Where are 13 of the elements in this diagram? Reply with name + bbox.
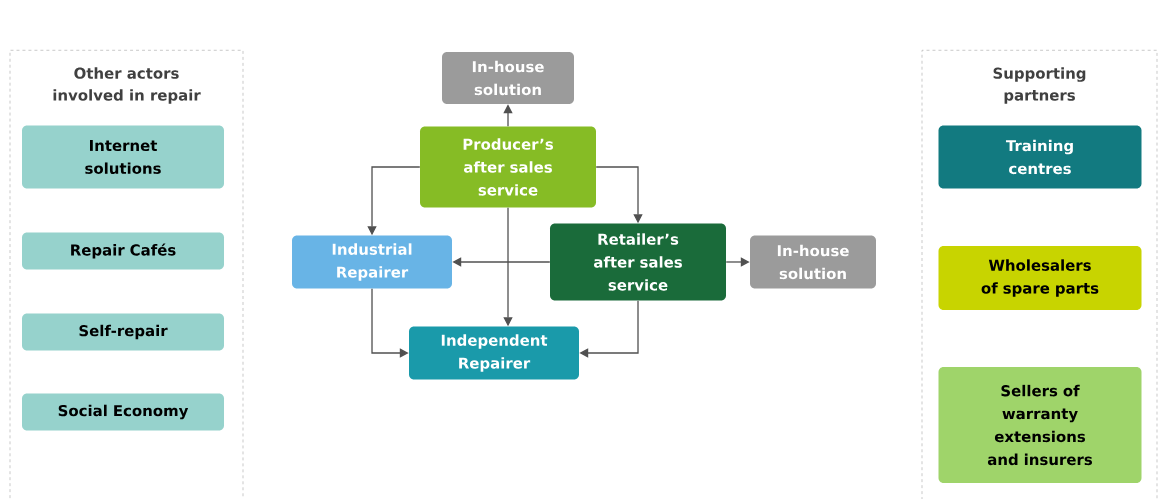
category-box: Internet solutions bbox=[22, 125, 224, 189]
category-box: Sellers of warranty extensions and insurers bbox=[938, 367, 1142, 483]
process-box: In-house solution bbox=[442, 52, 574, 104]
category-box: Training centres bbox=[938, 125, 1142, 189]
category-box: Self-repair bbox=[22, 313, 224, 351]
category-box: Social Economy bbox=[22, 393, 224, 431]
process-box: Industrial Repairer bbox=[292, 235, 452, 289]
category-box: Repair Cafés bbox=[22, 232, 224, 270]
process-box: Retailer’s after sales service bbox=[550, 223, 726, 301]
process-box: Producer’s after sales service bbox=[420, 126, 596, 208]
process-box: In-house solution bbox=[750, 235, 876, 289]
process-box: Independent Repairer bbox=[409, 326, 579, 380]
category-box: Wholesalers of spare parts bbox=[938, 246, 1142, 310]
